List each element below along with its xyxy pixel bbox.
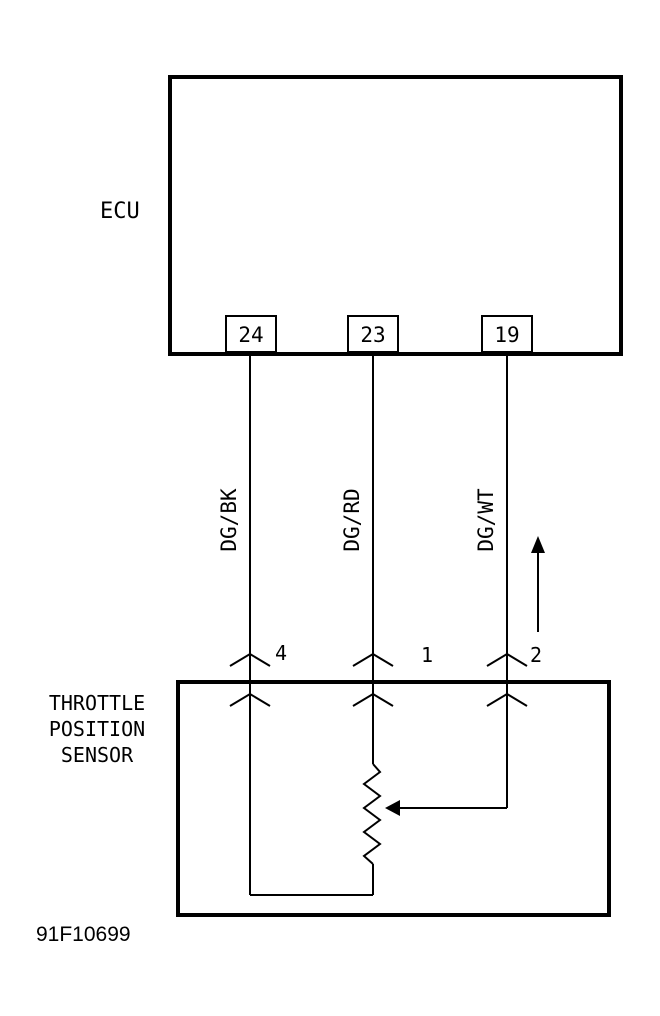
ecu-pin-24-label: 24 [238,323,263,347]
wire-label-dg-bk: DG/BK [217,488,241,552]
ecu-pin-23-label: 23 [360,323,385,347]
ecu-pin-24-box [225,315,277,353]
ecu-pin-23-box [347,315,399,353]
sensor-label-line-3: SENSOR [61,743,134,767]
ecu-pin-19-box [481,315,533,353]
signal-arrow-head [531,536,545,553]
wire-label-dg-wt: DG/WT [474,488,498,552]
potentiometer-resistor [362,763,382,865]
connector-pin-2 [486,652,528,707]
wire-label-dg-rd: DG/RD [340,488,364,551]
sensor-label-line-2: POSITION [49,717,145,741]
figure-id: 91F10699 [36,923,131,946]
ecu-box [168,75,623,356]
sensor-pin-2-label: 2 [530,643,542,667]
connector-pin-1 [352,652,394,707]
sensor-box [176,680,611,917]
sensor-pin-4-label: 4 [275,641,287,665]
connector-pin-4 [229,652,271,707]
ecu-pin-19-label: 19 [494,323,519,347]
wiper-arrow-head [385,800,400,816]
sensor-label-line-1: THROTTLE [49,691,145,715]
sensor-pin-1-label: 1 [421,643,433,667]
ecu-label: ECU [100,199,140,224]
